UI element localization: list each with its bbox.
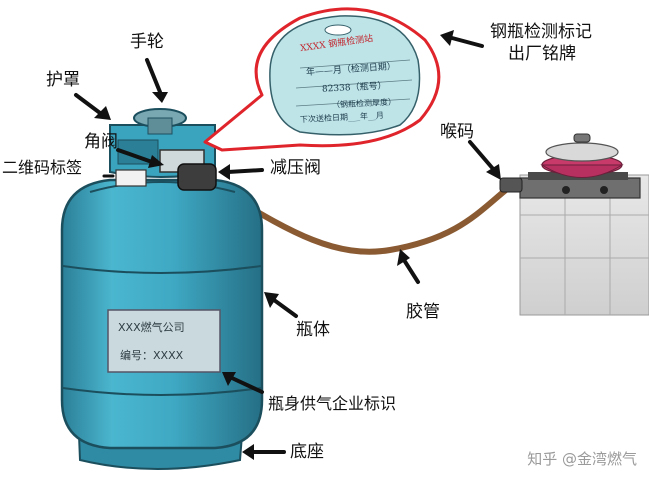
- supplier-label-panel: [107, 309, 221, 373]
- label-base: 底座: [290, 442, 324, 462]
- watermark: 知乎 @金湾燃气: [527, 450, 637, 468]
- hose: [207, 181, 515, 255]
- label-supplier: 瓶身供气企业标识: [268, 394, 397, 413]
- arrow-regulator: [218, 164, 264, 180]
- label-inspection-2: 出厂铭牌: [508, 44, 576, 64]
- arrow-handwheel: [145, 58, 168, 103]
- arrow-hose: [397, 249, 420, 284]
- body-company: XXX燃气公司: [118, 321, 185, 334]
- arrow-throat: [468, 140, 501, 180]
- arrow-inspection: [440, 30, 484, 48]
- arrow-supplier: [222, 372, 264, 394]
- arrow-guard: [74, 93, 111, 120]
- label-inspection-1: 钢瓶检测标记: [490, 22, 592, 42]
- arrow-angle-valve: [116, 148, 164, 168]
- gas-cylinder: [60, 108, 264, 470]
- throat-fitting: [499, 177, 523, 193]
- arrow-base: [242, 444, 286, 460]
- label-qr: 二维码标签: [2, 158, 83, 177]
- label-angle-valve: 角阀: [84, 132, 118, 152]
- label-hose: 胶管: [406, 302, 440, 322]
- label-regulator: 减压阀: [270, 158, 321, 178]
- label-guard: 护罩: [46, 70, 80, 90]
- arrow-body: [264, 292, 298, 318]
- label-body: 瓶体: [296, 320, 330, 340]
- label-handwheel: 手轮: [130, 32, 164, 52]
- label-throat: 喉码: [440, 122, 474, 142]
- gas-stove: [519, 133, 641, 199]
- inspection-callout: [203, 7, 441, 152]
- qr-label: [115, 169, 147, 187]
- pressure-regulator: [177, 163, 217, 191]
- arrows: [74, 30, 501, 460]
- body-number: 编号：XXXX: [120, 349, 184, 362]
